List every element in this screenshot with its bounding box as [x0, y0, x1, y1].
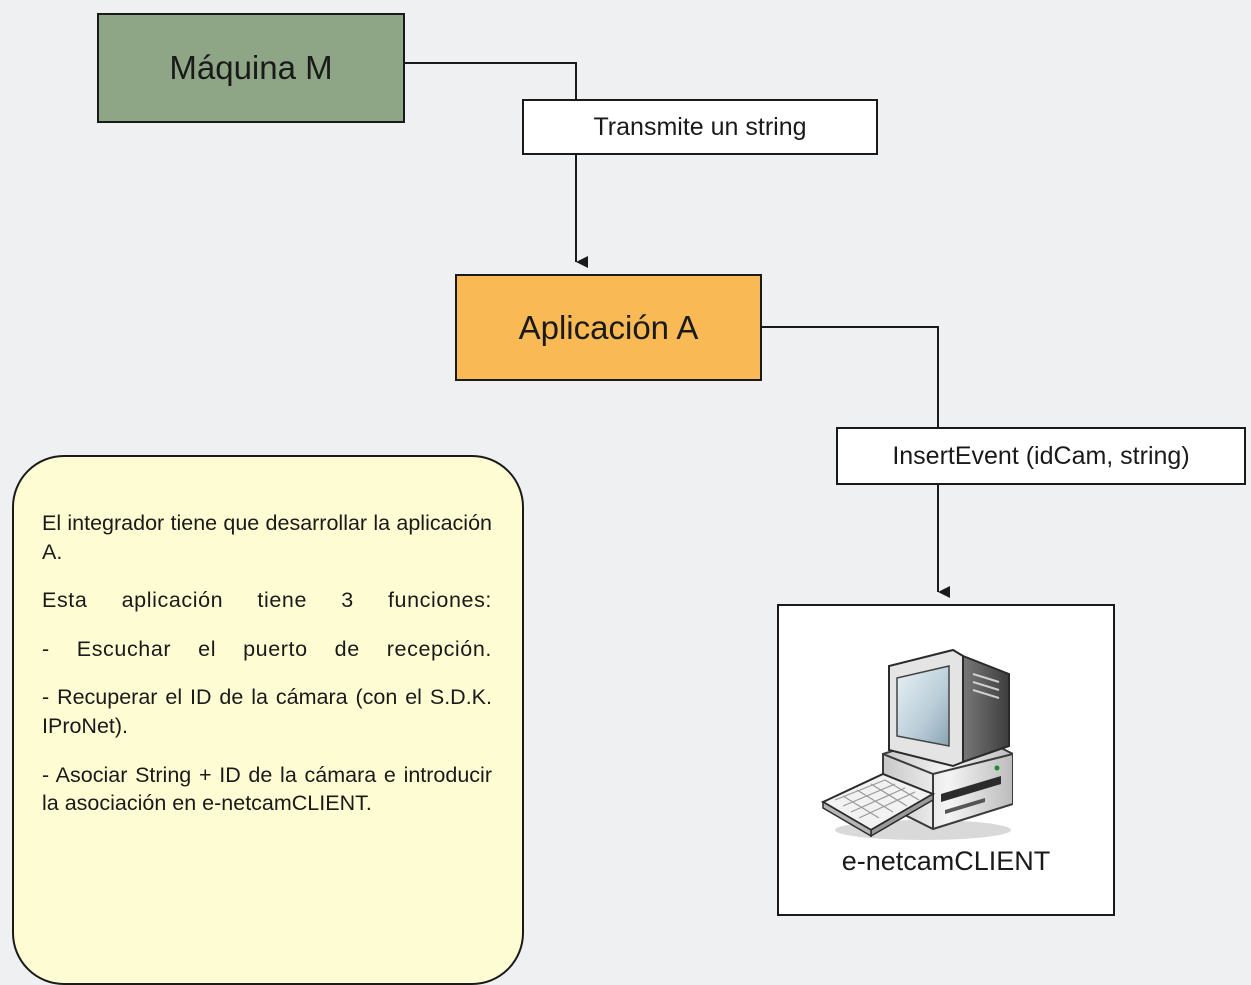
desktop-computer-icon	[820, 648, 1013, 840]
connector-maquina-to-aplicacion	[405, 62, 577, 99]
node-maquina-m: Máquina M	[97, 13, 405, 123]
edge-transmite-text: Transmite un string	[593, 112, 807, 141]
note-line-4: - Recuperar el ID de la cámara (con el S…	[42, 685, 492, 738]
connectors	[405, 62, 950, 598]
note-line-3: - Escuchar el puerto de recepción.	[42, 636, 492, 661]
note-line-2: Esta aplicación tiene 3 funciones:	[42, 588, 492, 613]
edge-insert-text: InsertEvent (idCam, string)	[892, 441, 1190, 470]
note-box: El integrador tiene que desarrollar la a…	[12, 455, 524, 985]
edge-label-insert-event: InsertEvent (idCam, string)	[836, 427, 1246, 485]
diagram-canvas: Máquina M Transmite un string Aplicación…	[12, 13, 1246, 985]
edge-label-transmite: Transmite un string	[522, 99, 878, 155]
node-client-label: e-netcamCLIENT	[841, 846, 1051, 876]
node-maquina-label: Máquina M	[169, 49, 333, 86]
note-line-5: - Asociar String + ID de la cámara e int…	[42, 762, 492, 816]
node-aplicacion-a: Aplicación A	[455, 274, 762, 381]
node-aplicacion-label: Aplicación A	[518, 308, 699, 346]
note-line-1: El integrador tiene que desarrollar la a…	[42, 511, 492, 564]
node-e-netcam-client: e-netcamCLIENT	[777, 604, 1115, 916]
connector-aplicacion-to-client	[762, 326, 939, 427]
